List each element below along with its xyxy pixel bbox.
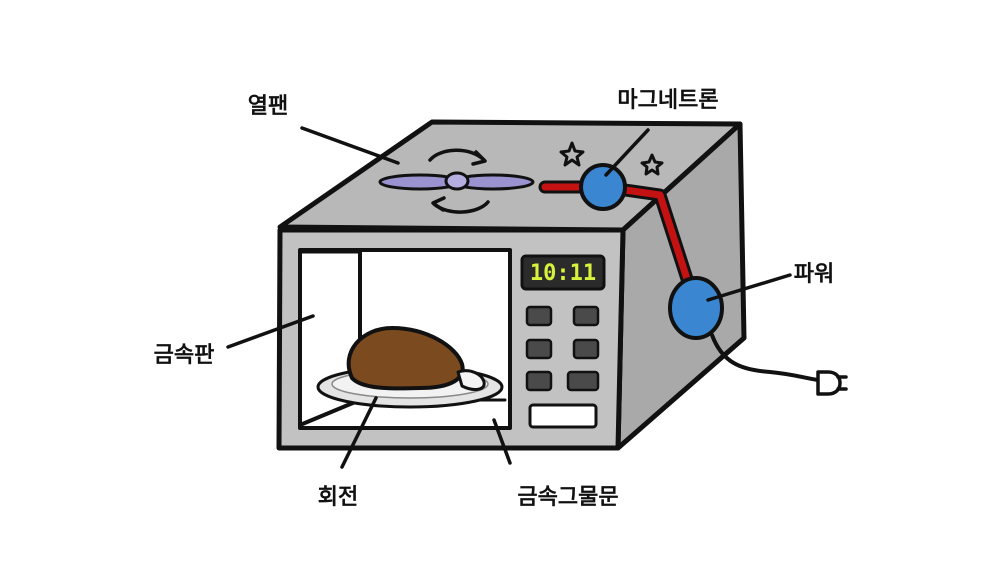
leader-fan [300,126,400,165]
power-cord [710,333,820,382]
fan-icon [378,171,535,191]
clock-time: 10:11 [530,261,596,286]
label-turntable: 회전 [318,485,358,510]
label-metal-mesh-door: 금속그물문 [517,485,618,510]
power-plug-icon [816,370,848,396]
clock-display [520,254,606,291]
keypad-button-2 [572,305,600,327]
keypad-button-1 [525,305,553,327]
leader-magnetron [604,128,650,177]
label-fan: 열팬 [248,94,288,119]
rotation-arrows-icon [428,148,490,214]
magnetron-icon [579,163,627,211]
power-unit-icon [668,276,724,340]
keypad-button-4 [572,338,600,360]
keypad [525,305,600,392]
door-release-button [528,403,598,429]
label-power: 파워 [794,262,834,287]
leader-metal-plate [226,314,315,349]
keypad-button-5 [525,370,553,392]
label-magnetron: 마그네트론 [617,88,718,113]
keypad-button-6 [566,370,600,392]
label-metal-plate: 금속판 [154,343,215,368]
keypad-button-3 [525,338,553,360]
control-panel: 10:11 [520,254,606,429]
magnetron-wire [538,180,695,289]
leader-turntable [340,396,378,469]
leader-power [706,273,792,302]
leader-mesh-door [492,418,512,465]
leader-lines [226,126,792,469]
food-chicken [346,326,486,391]
sparkle-icon [559,141,664,176]
